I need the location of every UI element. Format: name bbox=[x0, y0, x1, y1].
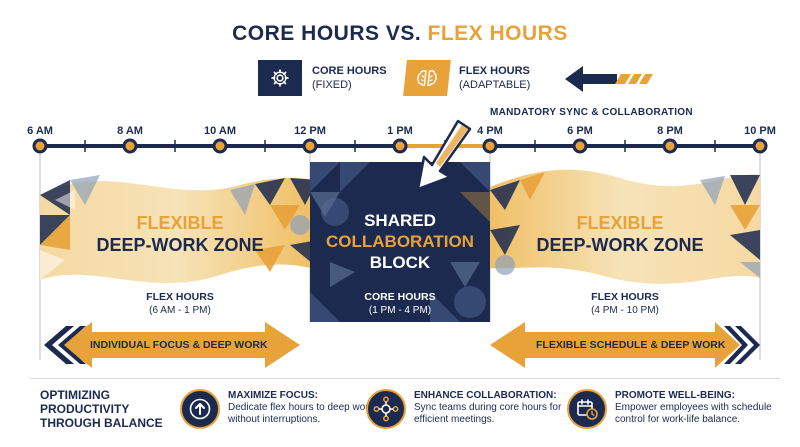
footer-item-focus-text: Dedicate flex hours to deep work without… bbox=[228, 402, 374, 425]
tick-label-10am: 10 AM bbox=[204, 125, 236, 137]
title-flex: FLEX HOURS bbox=[427, 22, 568, 45]
brain-icon bbox=[416, 69, 437, 87]
left-zone-line2: DEEP-WORK ZONE bbox=[96, 235, 264, 255]
wellbeing-badge bbox=[567, 389, 607, 429]
right-wave-zone bbox=[482, 169, 760, 284]
right-zone-hours-title: FLEX HOURS bbox=[591, 291, 659, 303]
marker-10pm bbox=[752, 138, 768, 154]
calendar-clock-icon bbox=[577, 399, 598, 420]
arrow-up-icon bbox=[189, 398, 211, 420]
right-zone-line1: FLEXIBLE bbox=[576, 213, 664, 233]
right-zone-title: FLEXIBLE DEEP-WORK ZONE bbox=[500, 212, 740, 256]
block-hours-range: (1 PM - 4 PM) bbox=[368, 305, 432, 316]
marker-4pm bbox=[482, 138, 498, 154]
legend-flex-sub: (ADAPTABLE) bbox=[459, 79, 531, 91]
timeline-graphic bbox=[32, 138, 768, 368]
right-zone-hours-range: (4 PM - 10 PM) bbox=[591, 305, 659, 316]
focus-badge bbox=[180, 389, 220, 429]
tick-label-6am: 6 AM bbox=[27, 125, 53, 137]
tick-label-10pm: 10 PM bbox=[744, 125, 776, 137]
left-zone-hours: FLEX HOURS (6 AM - 1 PM) bbox=[100, 291, 260, 317]
title-core: CORE HOURS VS. bbox=[232, 22, 422, 45]
tick-label-8am: 8 AM bbox=[117, 125, 143, 137]
legend-core-title: CORE HOURS bbox=[312, 65, 387, 77]
collaboration-block bbox=[310, 162, 490, 322]
gear-icon bbox=[271, 69, 289, 87]
footer-divider bbox=[30, 378, 780, 379]
legend-core-label: CORE HOURS (FIXED) bbox=[312, 64, 387, 92]
tick-label-12pm: 12 PM bbox=[294, 125, 326, 137]
marker-1pm bbox=[392, 138, 408, 154]
footer-heading-line2: PRODUCTIVITY bbox=[40, 402, 130, 416]
marker-8pm bbox=[662, 138, 678, 154]
right-arrow-label: FLEXIBLE SCHEDULE & DEEP WORK bbox=[536, 339, 726, 351]
footer-heading-line1: OPTIMIZING bbox=[40, 388, 110, 402]
footer-item-wellbeing-text: Empower employees with schedule control … bbox=[615, 402, 772, 425]
left-zone-hours-range: (6 AM - 1 PM) bbox=[149, 305, 211, 316]
left-zone-title: FLEXIBLE DEEP-WORK ZONE bbox=[60, 212, 300, 256]
footer-heading-line3: THROUGH BALANCE bbox=[40, 416, 163, 430]
marker-10am bbox=[212, 138, 228, 154]
tick-label-6pm: 6 PM bbox=[567, 125, 593, 137]
left-zone-hours-title: FLEX HOURS bbox=[146, 291, 214, 303]
footer-heading: OPTIMIZING PRODUCTIVITY THROUGH BALANCE bbox=[40, 388, 163, 430]
legend-flex-label: FLEX HOURS (ADAPTABLE) bbox=[459, 64, 530, 92]
network-icon bbox=[373, 396, 399, 422]
block-title: SHARED COLLABORATION BLOCK bbox=[310, 210, 490, 273]
block-line2: COLLABORATION bbox=[326, 232, 474, 251]
marker-12pm bbox=[302, 138, 318, 154]
marker-6pm bbox=[572, 138, 588, 154]
block-hours-title: CORE HOURS bbox=[364, 291, 436, 303]
legend-core-swatch bbox=[258, 60, 302, 96]
footer-item-focus-title: MAXIMIZE FOCUS: bbox=[228, 390, 318, 401]
block-hours: CORE HOURS (1 PM - 4 PM) bbox=[310, 291, 490, 317]
collaboration-pattern bbox=[310, 162, 490, 322]
legend-flex-swatch bbox=[403, 60, 451, 96]
footer-item-focus: MAXIMIZE FOCUS: Dedicate flex hours to d… bbox=[228, 390, 398, 426]
left-direction-arrow bbox=[44, 322, 300, 368]
tick-label-8pm: 8 PM bbox=[657, 125, 683, 137]
sync-label: MANDATORY SYNC & COLLABORATION bbox=[490, 107, 693, 118]
tick-label-1pm: 1 PM bbox=[387, 125, 413, 137]
right-direction-arrow bbox=[490, 322, 760, 368]
marker-8am bbox=[122, 138, 138, 154]
collaboration-badge bbox=[366, 389, 406, 429]
left-wave-zone bbox=[40, 175, 318, 283]
left-arrow-label: INDIVIDUAL FOCUS & DEEP WORK bbox=[90, 339, 268, 351]
timeline-minor-ticks bbox=[84, 140, 716, 152]
right-zone-hours: FLEX HOURS (4 PM - 10 PM) bbox=[545, 291, 705, 317]
page-title: CORE HOURS VS. FLEX HOURS bbox=[0, 22, 800, 46]
legend-core-sub: (FIXED) bbox=[312, 79, 352, 91]
footer-item-wellbeing-title: PROMOTE WELL-BEING: bbox=[615, 390, 735, 401]
pointer-arrow-icon bbox=[416, 119, 472, 191]
legend-flex-title: FLEX HOURS bbox=[459, 65, 530, 77]
footer-item-wellbeing: PROMOTE WELL-BEING: Empower employees wi… bbox=[615, 390, 785, 426]
block-line3: BLOCK bbox=[369, 253, 431, 272]
footer-item-collaboration-title: ENHANCE COLLABORATION: bbox=[414, 390, 557, 401]
timeline-markers bbox=[32, 138, 768, 154]
tick-label-4pm: 4 PM bbox=[477, 125, 503, 137]
right-zone-line2: DEEP-WORK ZONE bbox=[536, 235, 704, 255]
left-zone-line1: FLEXIBLE bbox=[136, 213, 224, 233]
marker-6am bbox=[32, 138, 48, 154]
arrow-left-icon bbox=[565, 66, 653, 92]
footer-item-collaboration-text: Sync teams during core hours for efficie… bbox=[414, 402, 562, 425]
block-line1: SHARED bbox=[364, 211, 436, 230]
footer-item-collaboration: ENHANCE COLLABORATION: Sync teams during… bbox=[414, 390, 584, 426]
